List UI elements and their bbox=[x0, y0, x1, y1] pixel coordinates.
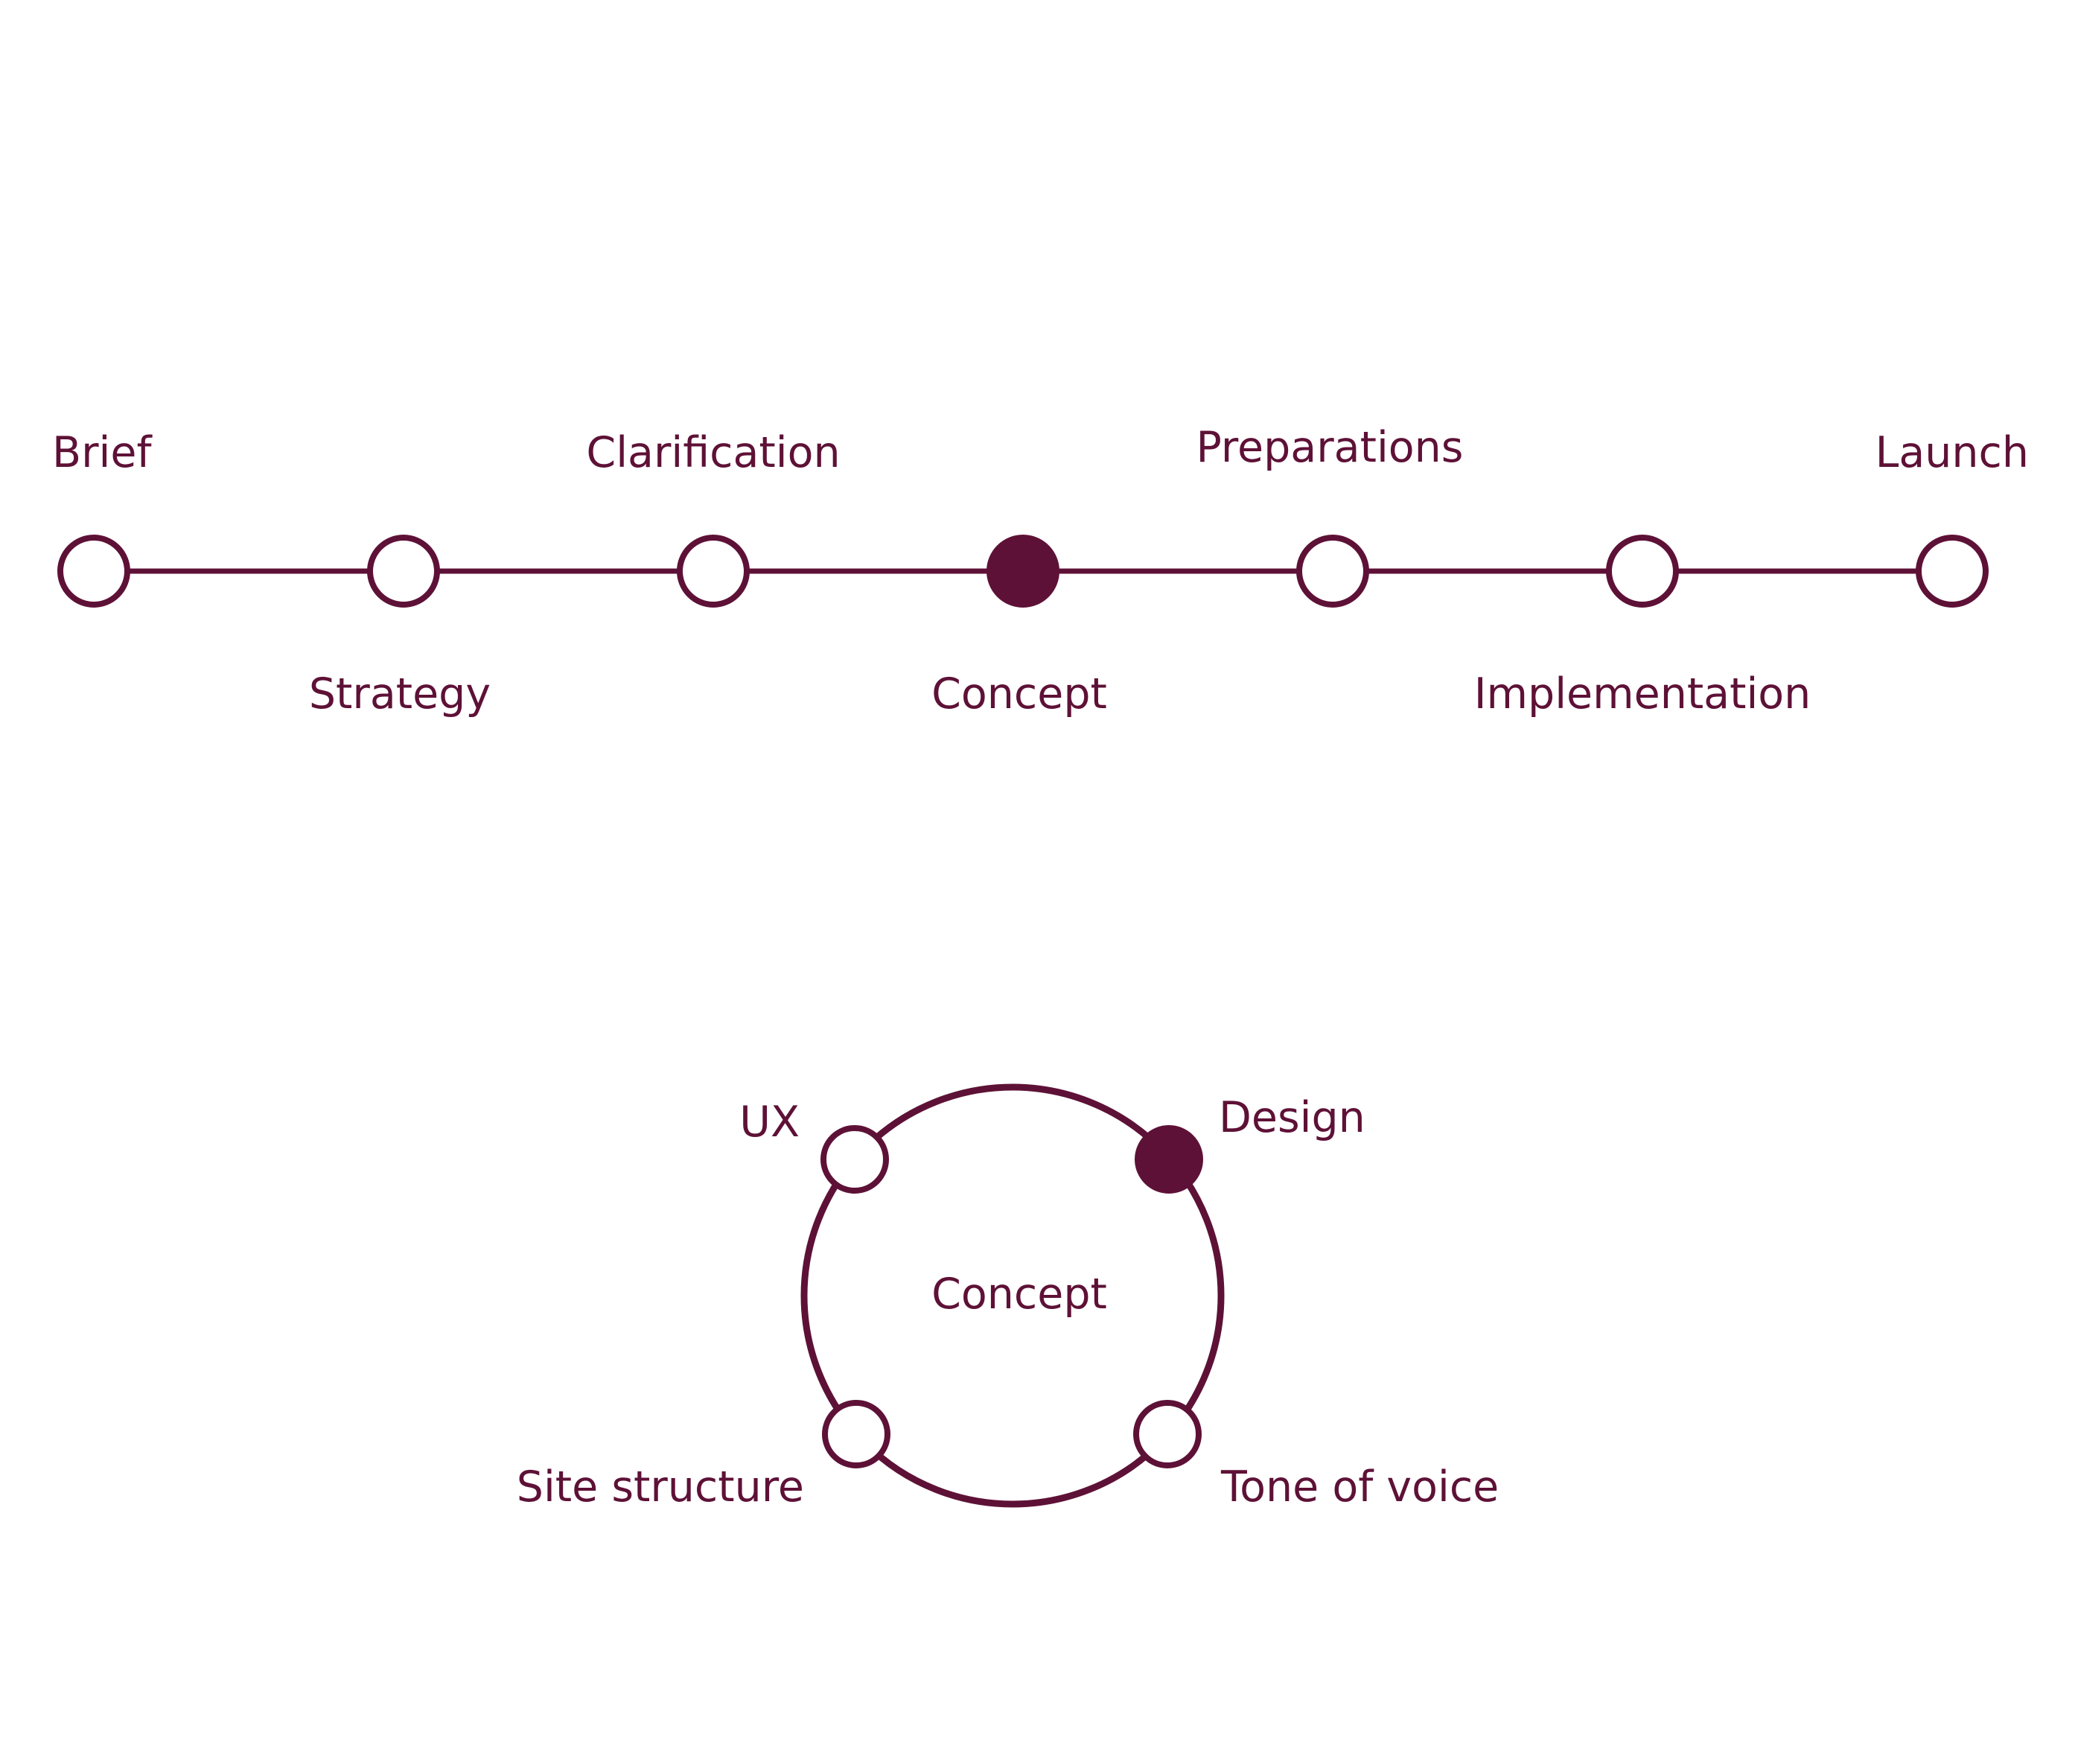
cycle-center-label: Concept bbox=[931, 1270, 1107, 1319]
timeline-label-launch: Launch bbox=[1875, 428, 2029, 477]
timeline-step-launch: Launch bbox=[1875, 428, 2029, 608]
timeline-node-preparations bbox=[1296, 535, 1369, 608]
cycle-node-design: Design bbox=[1135, 1093, 1365, 1194]
cycle-label-tone-of-voice: Tone of voice bbox=[1220, 1462, 1499, 1512]
timeline-label-brief: Brief bbox=[52, 428, 153, 477]
timeline-step-implementation: Implementation bbox=[1474, 535, 1811, 719]
cycle-node-site-structure: Site structure bbox=[517, 1400, 890, 1512]
timeline-label-implementation: Implementation bbox=[1474, 669, 1811, 719]
timeline-step-brief: Brief bbox=[52, 428, 153, 608]
timeline-step-preparations: Preparations bbox=[1196, 423, 1464, 608]
cycle-node-ux: UX bbox=[739, 1098, 889, 1194]
timeline-label-preparations: Preparations bbox=[1196, 423, 1464, 472]
cycle-node-tone-of-voice: Tone of voice bbox=[1133, 1400, 1499, 1512]
timeline-label-concept: Concept bbox=[931, 669, 1107, 719]
cycle-label-design: Design bbox=[1219, 1093, 1365, 1142]
timeline-node-brief bbox=[57, 535, 130, 608]
cycle-node-circle-design bbox=[1135, 1125, 1203, 1194]
timeline-step-strategy: Strategy bbox=[309, 535, 491, 719]
cycle-node-circle-ux bbox=[820, 1125, 889, 1194]
cycle-node-circle-tone-of-voice bbox=[1133, 1400, 1202, 1468]
cycle-label-ux: UX bbox=[739, 1098, 800, 1147]
timeline: Brief Strategy Clarification Concept Pre… bbox=[52, 423, 2029, 719]
timeline-step-clarification: Clarification bbox=[586, 428, 841, 608]
timeline-node-implementation bbox=[1606, 535, 1679, 608]
timeline-node-launch bbox=[1916, 535, 1989, 608]
timeline-label-strategy: Strategy bbox=[309, 669, 491, 719]
timeline-step-concept: Concept bbox=[931, 535, 1107, 719]
timeline-node-clarification bbox=[677, 535, 750, 608]
cycle-label-site-structure: Site structure bbox=[517, 1462, 804, 1512]
cycle-node-circle-site-structure bbox=[822, 1400, 890, 1468]
timeline-node-concept bbox=[986, 535, 1059, 608]
timeline-label-clarification: Clarification bbox=[586, 428, 840, 477]
timeline-node-strategy bbox=[367, 535, 440, 608]
concept-cycle: Concept UX Design Site structure Tone of… bbox=[517, 1083, 1499, 1512]
cycle-ring bbox=[800, 1083, 1225, 1508]
